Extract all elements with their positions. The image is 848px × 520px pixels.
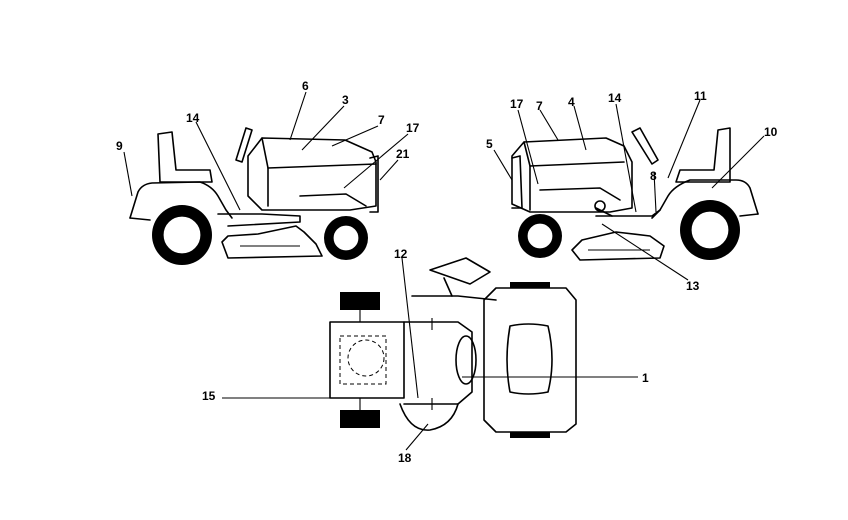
callout-5: 5	[486, 137, 493, 151]
leader-lines	[123, 91, 765, 451]
callout-15: 15	[202, 389, 216, 403]
callout-7-right: 7	[536, 99, 543, 113]
callout-11: 11	[694, 89, 707, 103]
callout-17-right: 17	[510, 97, 524, 111]
callout-12: 12	[394, 247, 408, 261]
callout-4: 4	[568, 95, 575, 109]
callout-9: 9	[116, 139, 123, 153]
left-side-view	[129, 127, 379, 265]
callouts: 9 14 6 3 7 17 21 5 17 7 4 14 8 11 10 13 …	[116, 79, 778, 465]
callout-6: 6	[302, 79, 309, 93]
top-view	[329, 257, 577, 438]
right-side-view	[511, 127, 759, 261]
callout-8: 8	[650, 169, 657, 183]
callout-14-right: 14	[608, 91, 622, 105]
callout-1: 1	[642, 371, 649, 385]
callout-10: 10	[764, 125, 778, 139]
callout-21: 21	[396, 147, 410, 161]
callout-18: 18	[398, 451, 412, 465]
callout-17-left: 17	[406, 121, 420, 135]
callout-7-left: 7	[378, 113, 385, 127]
callout-14-left: 14	[186, 111, 200, 125]
callout-3: 3	[342, 93, 349, 107]
callout-13: 13	[686, 279, 700, 293]
